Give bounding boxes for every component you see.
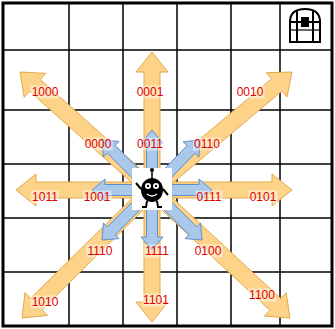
long-arrows bbox=[16, 52, 292, 322]
code-label: 1010 bbox=[31, 296, 60, 309]
code-label: 1101 bbox=[142, 294, 170, 307]
robot-figure bbox=[132, 168, 172, 210]
code-label: 0000 bbox=[84, 138, 113, 151]
code-label: 0010 bbox=[236, 86, 265, 99]
short-arrow bbox=[141, 206, 163, 250]
code-label: 0110 bbox=[193, 138, 221, 151]
treasure-chest bbox=[290, 9, 320, 42]
code-label: 0100 bbox=[194, 245, 223, 258]
code-label: 1001 bbox=[83, 191, 112, 204]
code-label: 0001 bbox=[136, 86, 165, 99]
code-label: 1000 bbox=[31, 86, 60, 99]
code-label: 1100 bbox=[248, 289, 276, 302]
code-label: 1110 bbox=[87, 245, 114, 258]
grid-lines bbox=[3, 3, 332, 326]
code-label: 0101 bbox=[249, 191, 278, 204]
code-label: 1111 bbox=[144, 245, 170, 258]
code-label: 1011 bbox=[31, 191, 59, 204]
code-label: 0111 bbox=[196, 191, 223, 204]
code-label: 0011 bbox=[136, 138, 164, 151]
